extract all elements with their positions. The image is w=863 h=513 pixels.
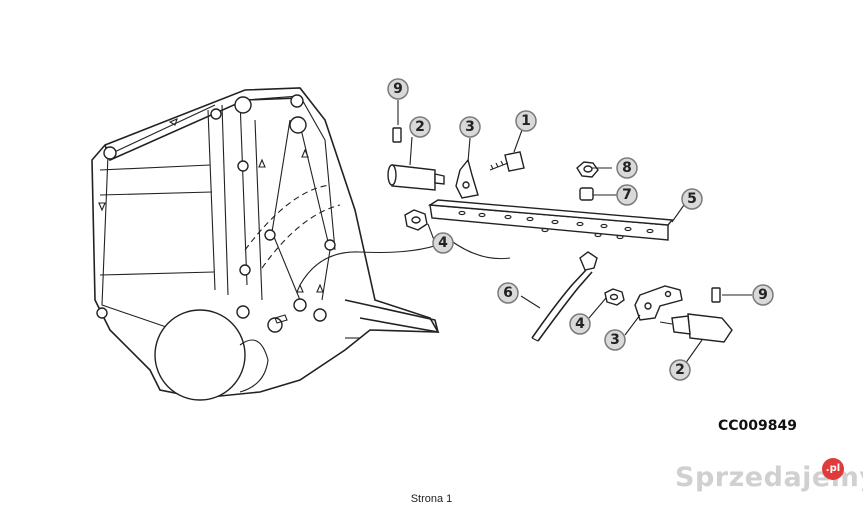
callout-3-lower: 3 [604,329,626,351]
svg-text:8: 8 [622,160,632,176]
callout-5: 5 [681,188,703,210]
svg-text:5: 5 [687,191,697,207]
baler-outline [91,87,511,401]
svg-text:1: 1 [521,113,531,129]
callout-7: 7 [616,184,638,206]
svg-text:3: 3 [610,332,620,348]
page-label: Strona 1 [410,493,453,505]
callout-6: 6 [497,282,519,304]
svg-text:2: 2 [415,119,425,135]
watermark-badge: .pl [822,458,844,480]
callout-2-top: 2 [409,116,431,138]
callout-1: 1 [515,110,537,132]
callout-4-top: 4 [432,232,454,254]
svg-text:4: 4 [438,235,448,251]
callout-9-lower: 9 [752,284,774,306]
exploded-parts [387,127,733,343]
callout-9-top: 9 [387,78,409,100]
svg-text:3: 3 [465,119,475,135]
svg-text:7: 7 [622,187,632,203]
leader-lines [397,100,752,365]
svg-text:4: 4 [575,316,585,332]
svg-text:6: 6 [503,285,513,301]
callout-8: 8 [616,157,638,179]
drawing-code: CC009849 [718,418,797,434]
callout-3-top: 3 [459,116,481,138]
svg-text:9: 9 [758,287,768,303]
callout-2-lower: 2 [669,359,691,381]
callout-4-lower: 4 [569,313,591,335]
svg-text:2: 2 [675,362,685,378]
svg-text:9: 9 [393,81,403,97]
